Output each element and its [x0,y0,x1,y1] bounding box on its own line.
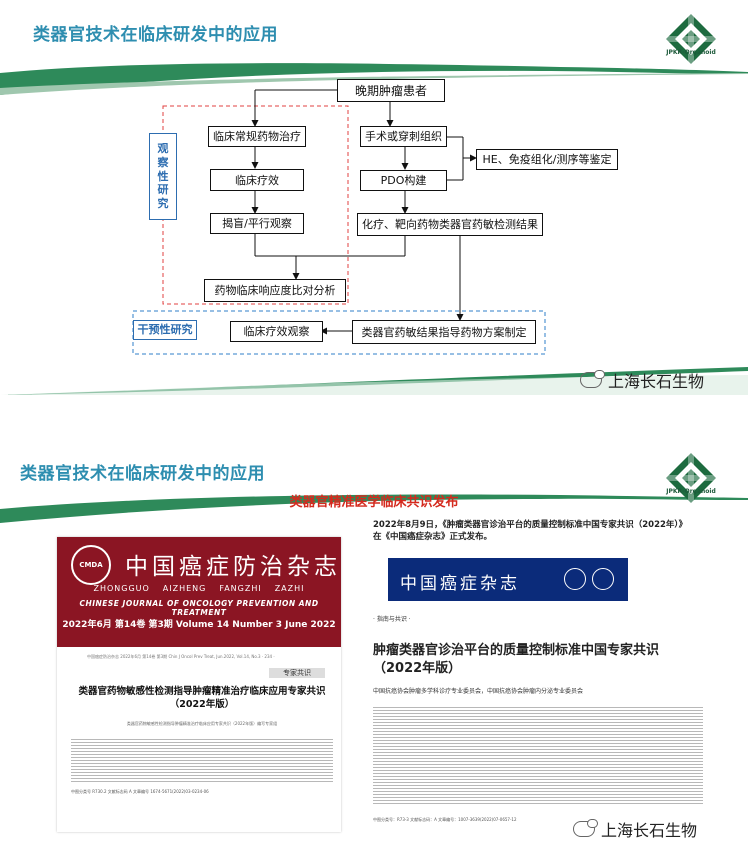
watermark-text-2: 上海长石生物 [601,817,697,841]
publication-announcement: 2022年8月9日，《肿瘤类器官诊治平台的质量控制标准中国专家共识（2022年）… [373,520,691,544]
article-title: 类器官药物敏感性检测指导肿瘤精准治疗临床应用专家共识（2022年版） [71,685,333,712]
journal-emblem-icon [564,568,586,590]
pinyin-4: ZAZHI [275,584,305,593]
pinyin-1: ZHONGGUO [93,584,149,593]
interventional-study-label: 干预性研究 [133,320,197,340]
consensus-organizations: 中国抗癌协会肿瘤多学科诊疗专业委员会，中国抗癌协会肿瘤内分泌专业委员会 [373,686,703,695]
journal-pinyin: ZHONGGUO AIZHENG FANGZHI ZAZHI [57,584,341,593]
pinyin-3: FANGZHI [219,584,261,593]
slide-title-2: 类器官技术在临床研发中的应用 [20,459,265,484]
journal-english-name: CHINESE JOURNAL OF ONCOLOGY PREVENTION A… [57,599,341,617]
node-clinical-observation: 临床疗效观察 [230,321,323,342]
watermark-2: 上海长石生物 [573,817,697,841]
consensus-subtitle: 类器官精准医学临床共识发布 [0,491,748,510]
observational-study-label: 观 察 性 研 究 [149,133,177,220]
article-classification: 中图分类号 R730.2 文献标志码 A 文章编号 1674-5671(2022… [71,789,333,795]
abstract-text-block [71,737,333,782]
consensus-abstract-block [373,705,703,805]
pinyin-2: AIZHENG [163,584,207,593]
node-conventional-therapy: 临床常规药物治疗 [208,126,306,147]
wechat-icon-2 [573,821,595,837]
cancer-journal-banner: 中国癌症杂志 [388,558,628,601]
node-clinical-efficacy: 临床疗效 [210,169,304,191]
node-guided-regimen: 类器官药敏结果指导药物方案制定 [352,320,536,344]
wechat-icon [580,372,602,388]
expert-consensus-tag: 专家共识 [269,668,325,678]
watermark: 上海长石生物 [580,368,704,392]
article-authors: 类器官药物敏感性检测指导肿瘤精准治疗临床应用专家共识（2022年版）编写专家组 [71,721,333,727]
journal-running-header: 中国癌症防治杂志 2022年6月 第14卷 第3期 Chin J Oncol P… [87,654,327,660]
journal-cover-banner: CMDA 中国癌症防治杂志 ZHONGGUO AIZHENG FANGZHI Z… [57,537,341,647]
cmda-seal: CMDA [71,545,111,585]
node-blind-parallel: 揭盲/平行观察 [210,213,304,234]
node-pdo-build: PDO构建 [360,170,447,191]
slide-1: 类器官技术在临床研发中的应用 JPKR-Organoid [0,0,748,395]
watermark-text: 上海长石生物 [608,368,704,392]
society-emblem-icon [592,568,614,590]
journal-issue: 2022年6月 第14卷 第3期 Volume 14 Number 3 June… [57,617,341,630]
section-label: · 指南与共识 · [373,614,411,623]
journal-name: 中国癌症防治杂志 [125,547,341,581]
slide-gap [0,395,748,437]
journal-cover-page: CMDA 中国癌症防治杂志 ZHONGGUO AIZHENG FANGZHI Z… [57,537,341,832]
slide-2: 类器官技术在临床研发中的应用 JPKR-Organoid 类器官精准医学临床共识… [0,437,748,850]
consensus-title: 肿瘤类器官诊治平台的质量控制标准中国专家共识（2022年版） [373,642,703,678]
node-drug-screen: 化疗、靶向药物类器官药敏检测结果 [357,213,543,236]
node-response-compare: 药物临床响应度比对分析 [204,279,346,302]
banner-journal-name: 中国癌症杂志 [400,569,520,594]
node-he-ihc: HE、免疫组化/测序等鉴定 [476,149,618,170]
node-surgery-biopsy: 手术或穿刺组织 [360,126,447,147]
node-late-stage-patient: 晚期肿瘤患者 [337,79,445,102]
